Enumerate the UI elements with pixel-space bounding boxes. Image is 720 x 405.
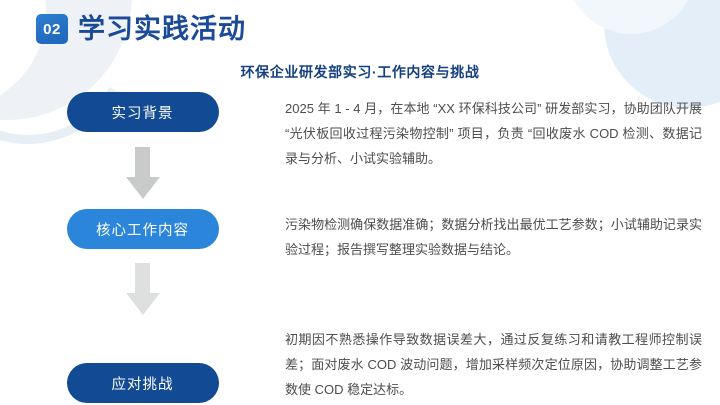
arrow-shaft <box>135 147 150 177</box>
flow-step-label-meeting-challenges[interactable]: 应对挑战 <box>66 363 219 403</box>
flow-step-3-column: 应对挑战 <box>0 327 285 403</box>
page-title: 学习实践活动 <box>78 13 246 44</box>
flow-step-text-core-work-content: 污染物检测确保数据准确；数据分析找出最优工艺参数；小试辅助记录实验过程；报告撰写… <box>285 217 702 257</box>
top-right-circle-secondary-shape <box>566 0 696 34</box>
arrow-shaft <box>135 263 150 293</box>
slide-header: 02 学习实践活动 <box>36 14 246 44</box>
arrow-head <box>125 293 160 315</box>
flow-step-text-internship-background: 2025 年 1 - 4 月，在本地 “XX 环保科技公司” 研发部实习，协助团… <box>285 101 702 166</box>
flow-step-label-internship-background[interactable]: 实习背景 <box>66 92 219 132</box>
section-number-badge: 02 <box>36 14 68 44</box>
arrow-head <box>125 177 160 199</box>
flow-step-1-column: 实习背景 <box>0 92 285 199</box>
content-flow: 实习背景 2025 年 1 - 4 月，在本地 “XX 环保科技公司” 研发部实… <box>0 92 720 403</box>
arrow-down-icon <box>125 147 160 199</box>
flow-row-1: 实习背景 2025 年 1 - 4 月，在本地 “XX 环保科技公司” 研发部实… <box>0 92 720 199</box>
flow-step-2-column: 核心工作内容 <box>0 209 285 315</box>
flow-step-text-meeting-challenges: 初期因不熟悉操作导致数据误差大，通过反复练习和请教工程师控制误差；面对废水 CO… <box>285 332 702 397</box>
flow-step-label-core-work-content[interactable]: 核心工作内容 <box>66 209 219 249</box>
slide-subtitle: 环保企业研发部实习·工作内容与挑战 <box>240 64 480 80</box>
flow-row-2: 核心工作内容 污染物检测确保数据准确；数据分析找出最优工艺参数；小试辅助记录实验… <box>0 209 720 315</box>
arrow-down-icon <box>125 263 160 315</box>
flow-row-3: 应对挑战 初期因不熟悉操作导致数据误差大，通过反复练习和请教工程师控制误差；面对… <box>0 327 720 403</box>
